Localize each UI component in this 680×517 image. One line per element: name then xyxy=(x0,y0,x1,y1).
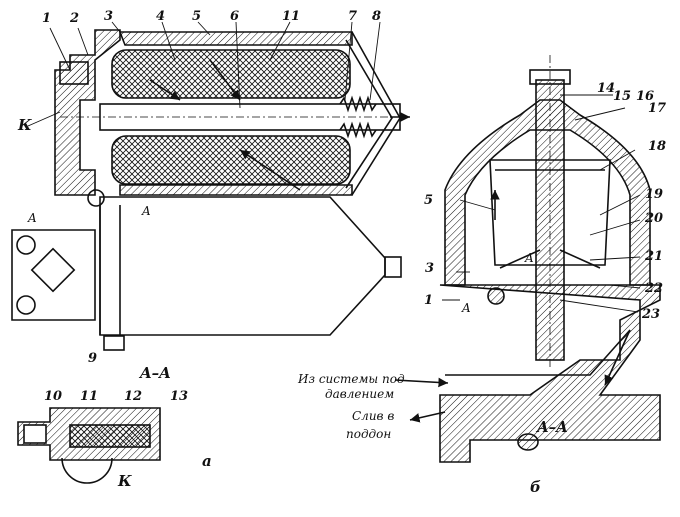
callout-12: 12 xyxy=(124,389,142,404)
subfigure-label-b: б xyxy=(530,478,541,496)
pivot-bolt xyxy=(87,189,105,207)
bolt-hole xyxy=(16,295,36,315)
callout-19: 19 xyxy=(645,187,663,202)
callout-1: 1 xyxy=(42,11,51,26)
cap-nut xyxy=(59,61,89,85)
spring-lower xyxy=(339,121,377,139)
callout-15: 15 xyxy=(613,89,631,104)
callout-18: 18 xyxy=(648,139,666,154)
spring xyxy=(339,95,377,113)
section-aa-small xyxy=(517,433,539,451)
flow-arrow xyxy=(209,59,241,101)
callout-7: 7 xyxy=(348,9,357,24)
filter-element-lower xyxy=(111,135,351,185)
section-label-aa-left: A–A xyxy=(138,364,171,382)
callout-21: 21 xyxy=(644,249,663,264)
casing-bottom xyxy=(119,184,353,196)
callout-5b: 5 xyxy=(424,193,433,208)
leader-lines xyxy=(27,21,641,313)
nozzles xyxy=(499,249,601,269)
bolt-hole xyxy=(16,235,36,255)
callout-14: 14 xyxy=(597,81,615,96)
drain-caption-line2: поддон xyxy=(346,427,391,441)
square-boss xyxy=(30,247,76,293)
inlet-caption-line2: давлением xyxy=(325,387,394,401)
flow-arrow xyxy=(149,79,181,101)
callout-8: 8 xyxy=(372,9,381,24)
mark-a-left-1: A xyxy=(27,211,37,225)
subfigure-label-a: а xyxy=(202,452,212,470)
drain-arrow xyxy=(409,411,446,423)
callout-3b: 3 xyxy=(425,261,434,276)
callout-11: 11 xyxy=(282,9,300,24)
canister-nut xyxy=(384,256,402,278)
callout-20: 20 xyxy=(644,211,663,226)
callout-6: 6 xyxy=(230,9,239,24)
filter-section-a xyxy=(11,29,410,484)
callout-23: 23 xyxy=(641,307,660,322)
callout-5: 5 xyxy=(192,9,201,24)
section-aa-valve xyxy=(69,424,151,448)
casing-top xyxy=(118,31,353,46)
drain-caption-line1: Слив в xyxy=(352,409,394,423)
mounting-bracket xyxy=(11,229,96,321)
callout-10: 10 xyxy=(44,389,62,404)
callout-2: 2 xyxy=(69,11,79,26)
inlet-caption-line1: Из системы под xyxy=(297,372,405,386)
filter-element-upper xyxy=(111,49,351,99)
mark-a-left-2: A xyxy=(141,204,151,218)
callout-17: 17 xyxy=(648,101,666,116)
flow-arrow xyxy=(604,329,631,386)
filter-section-b xyxy=(394,55,661,463)
inlet-arrow xyxy=(394,377,449,388)
callout-16: 16 xyxy=(636,89,654,104)
rotor xyxy=(489,159,611,266)
mark-k-lower: К xyxy=(117,472,132,490)
callout-22: 22 xyxy=(644,281,663,296)
section-label-aa-right: A–A xyxy=(535,418,568,436)
section-aa-port xyxy=(61,457,113,484)
callout-1b: 1 xyxy=(424,293,433,308)
drain-channel xyxy=(445,329,631,376)
drain-plug xyxy=(103,335,125,351)
rotor-cover xyxy=(444,99,651,286)
mark-a-right-2: A xyxy=(461,301,471,315)
mark-k-upper: К xyxy=(17,116,32,134)
flow-arrow xyxy=(239,149,301,191)
callout-3: 3 xyxy=(104,9,113,24)
callout-4: 4 xyxy=(156,9,165,24)
callout-11b: 11 xyxy=(80,389,98,404)
callout-9: 9 xyxy=(88,351,97,366)
mark-a-right-1: A xyxy=(524,251,534,265)
casing-cone-inner xyxy=(345,39,393,189)
section-aa-cavity xyxy=(23,424,47,444)
callout-13: 13 xyxy=(170,389,188,404)
